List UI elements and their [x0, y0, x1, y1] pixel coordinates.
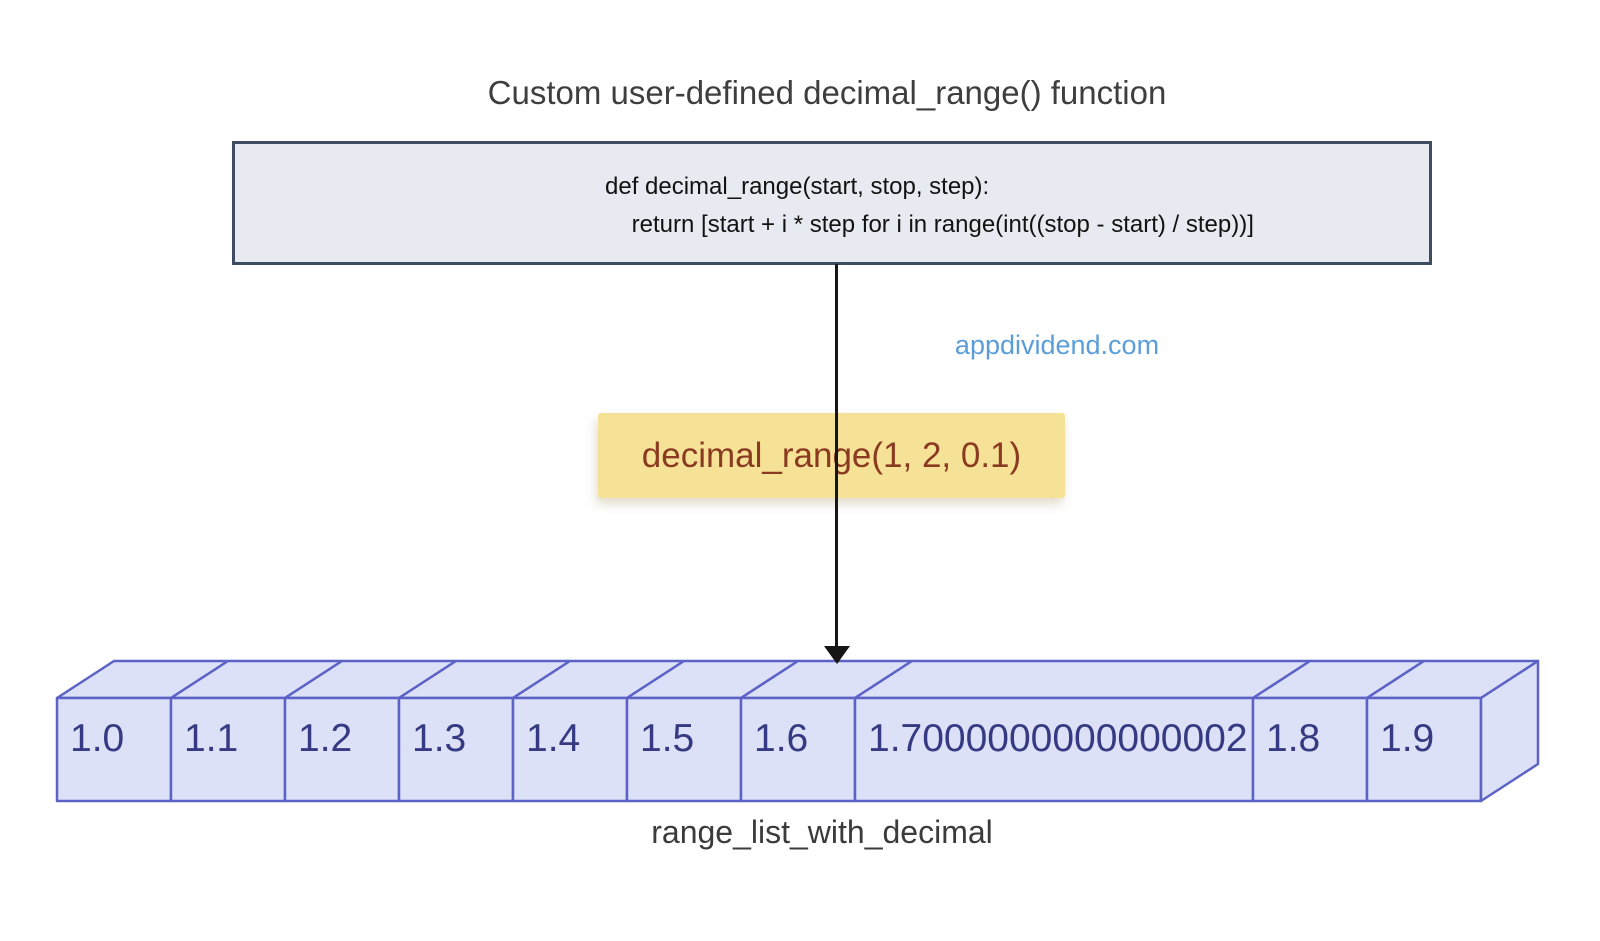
function-call-box: decimal_range(1, 2, 0.1) [598, 413, 1065, 498]
diagram-title: Custom user-defined decimal_range() func… [487, 74, 1167, 111]
array-cell-value: 1.2 [298, 717, 352, 760]
array-cell-value: 1.0 [70, 717, 124, 760]
array-cell-value: 1.8 [1266, 717, 1320, 760]
flow-arrow-line [835, 264, 838, 650]
code-line-1: def decimal_range(start, stop, step): [605, 173, 990, 200]
python-code: def decimal_range(start, stop, step): re… [605, 168, 1254, 244]
array-cell-value: 1.4 [526, 717, 580, 760]
function-call-label: decimal_range(1, 2, 0.1) [641, 435, 1022, 475]
array-cell [283, 696, 401, 803]
array-right-side-face [1479, 659, 1540, 803]
array-cell-top-face [853, 659, 1312, 700]
array-cell-value: 1.7000000000000002 [868, 717, 1248, 760]
array-cell [397, 696, 515, 803]
watermark-text: appdividend.com [954, 330, 1160, 360]
flow-arrow-head-icon [824, 646, 850, 664]
array-cell [1251, 696, 1369, 803]
array-cell-value: 1.3 [412, 717, 466, 760]
function-definition-box: def decimal_range(start, stop, step): re… [232, 141, 1432, 265]
array-cell-value: 1.9 [1380, 717, 1434, 760]
array-cell [169, 696, 287, 803]
array-cell-value: 1.6 [754, 717, 808, 760]
array-cell-value: 1.1 [184, 717, 238, 760]
array-visualization: 1.0 1.1 1.2 1.3 1.4 1.5 1.6 1.7000000000000002 1… [55, 659, 1540, 803]
array-cell-value: 1.5 [640, 717, 694, 760]
array-cell [1365, 696, 1483, 803]
code-line-2: return [start + i * step for i in range(… [605, 211, 1254, 238]
array-cell [511, 696, 629, 803]
array-cell [853, 696, 1255, 803]
array-variable-label: range_list_with_decimal [651, 814, 993, 850]
array-cell [739, 696, 857, 803]
